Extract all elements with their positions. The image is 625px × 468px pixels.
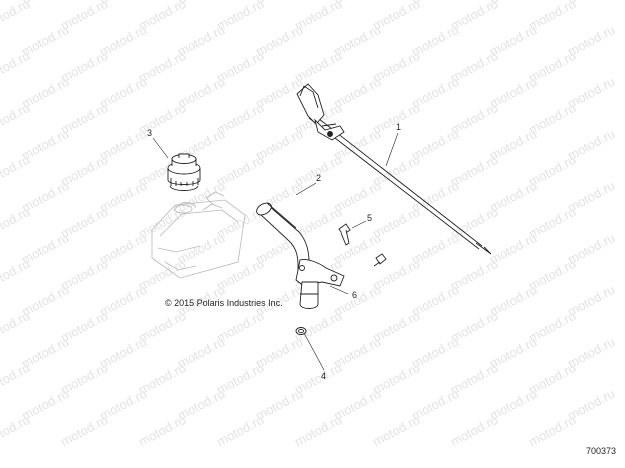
callout-5: 5 [367, 213, 372, 223]
copyright-notice: © 2015 Polaris Industries Inc. [165, 298, 283, 308]
engine-cover-outline [151, 191, 246, 279]
bolt [338, 223, 387, 267]
filler-cap [167, 153, 201, 191]
diagram-number: 700373 [586, 446, 617, 456]
fill-tube [256, 202, 345, 309]
callout-1: 1 [396, 122, 401, 132]
callout-4: 4 [321, 371, 326, 381]
dipstick [296, 83, 492, 255]
gasket-leader [329, 285, 349, 295]
leader-lines [152, 132, 399, 371]
callout-3: 3 [147, 128, 152, 138]
callout-2: 2 [316, 173, 321, 183]
o-ring [295, 327, 307, 335]
callout-6: 6 [352, 290, 357, 300]
